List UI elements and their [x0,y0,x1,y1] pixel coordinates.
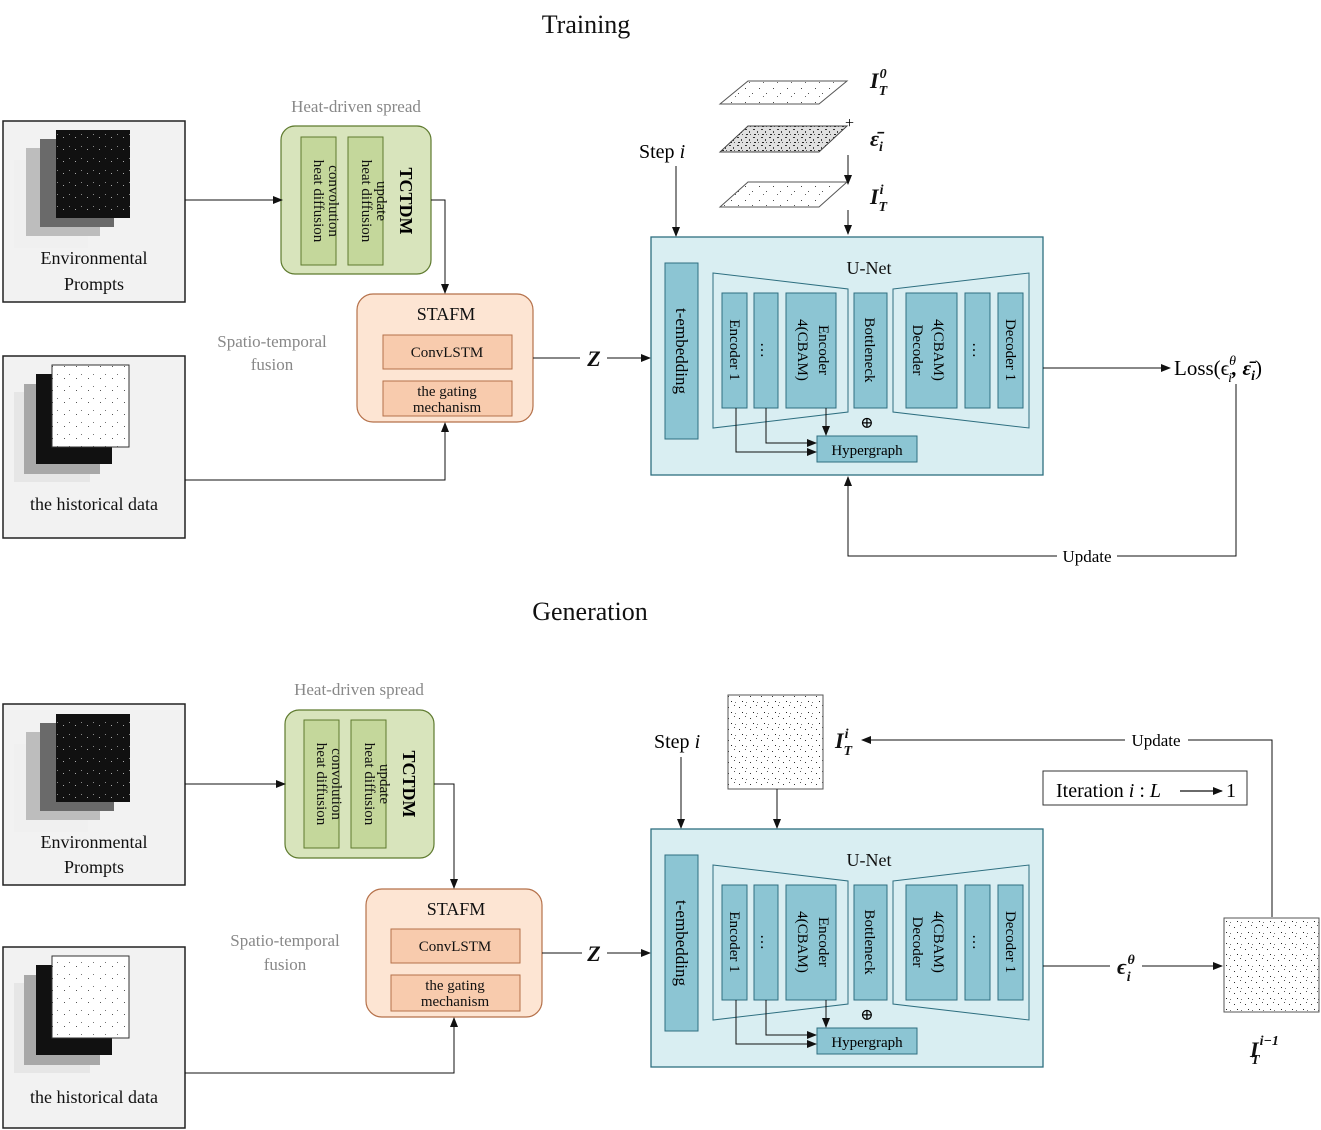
gating-label-2-gen: mechanism [421,994,490,1010]
env-prompts-panel-gen: Environmental Prompts [2,703,186,886]
env-prompts-panel-train: Environmental Prompts [2,120,186,303]
tctdm-label-gen: TCTDM [399,751,419,818]
historical-label-gen: the historical data [30,1087,158,1107]
encoder4-line1-train: Encoder [815,325,831,375]
heat-col1-line1-gen: heat diffusion [313,743,329,826]
encoder1-train: Encoder 1 [726,319,742,380]
heat-col2-line2-gen: update [376,764,392,804]
historical-data-panel-gen: the historical data [2,946,186,1129]
env-label-line2-gen: Prompts [64,857,124,877]
dec-dots-train: … [969,342,986,358]
bottleneck-train: Bottleneck [861,318,877,383]
decoder1-train: Decoder 1 [1002,319,1018,381]
decoder4-line2-train: 4(CBAM) [930,319,946,381]
decoder4-line2-gen: 4(CBAM) [930,911,946,973]
gating-label-1-gen: the gating [425,978,485,994]
gating-label-1: the gating [417,384,477,400]
iteration-label: Iteration i : L [1056,780,1161,802]
env-label-line2: Prompts [64,274,124,294]
step-label-gen: Step i [654,731,700,753]
unet-title-gen: U-Net [847,850,892,870]
noise-image-gen [727,694,824,790]
z-symbol-gen: Z [586,941,600,966]
decoder1-gen: Decoder 1 [1002,911,1018,973]
convlstm-label: ConvLSTM [411,345,484,361]
hypergraph-train: Hypergraph [831,443,903,459]
update-label-train: Update [1062,547,1111,566]
stafm-label-gen: STAFM [427,899,486,919]
eps-bar-label: ε̄i [870,126,885,155]
update-label-gen: Update [1131,731,1180,750]
oplus-gen: ⊕ [860,1007,873,1024]
historical-label: the historical data [30,494,158,514]
unet-gen: U-Net t-embedding Encoder 1 … Encoder 4(… [650,828,1044,1068]
heat-col1-line2: convolution [325,165,341,237]
enc-dots-train: … [757,342,774,358]
update-loop-train [844,384,1237,557]
heat-col2-line1-gen: heat diffusion [361,743,377,826]
t-embedding-gen: t-embedding [672,900,691,986]
connectors-gen [185,780,651,1074]
update-loop-gen [861,736,1273,917]
t-embedding-train: t-embedding [672,308,691,394]
heat-col1-line2-gen: convolution [328,748,344,820]
z-symbol-train: Z [586,346,600,371]
iteration-box: Iteration i : L 1 [1042,770,1248,806]
encoder4-line1-gen: Encoder [815,917,831,967]
env-label-line1: Environmental [41,248,148,268]
encoder4-line2-train: 4(CBAM) [794,319,810,381]
heat-col2-line2: update [373,181,389,221]
connectors-train [185,196,651,481]
decoder4-line1-train: Decoder [909,325,925,376]
env-label-line1-gen: Environmental [41,832,148,852]
stafm-label: STAFM [417,304,476,324]
heat-col1-line1: heat diffusion [310,160,326,243]
fusion-caption-line1-gen: Spatio-temporal [230,931,340,950]
training-title: Training [542,10,631,39]
encoder4-line2-gen: 4(CBAM) [794,911,810,973]
stafm-module-train: STAFM ConvLSTM the gating mechanism [356,293,534,423]
encoder1-gen: Encoder 1 [726,911,742,972]
fusion-caption-line2: fusion [251,355,294,374]
decoder4-line1-gen: Decoder [909,917,925,968]
enc-dots-gen: … [757,934,774,950]
stafm-module-gen: STAFM ConvLSTM the gating mechanism [365,888,543,1018]
bottleneck-gen: Bottleneck [861,910,877,975]
iteration-end: 1 [1226,780,1236,802]
gating-label-2: mechanism [413,400,482,416]
historical-data-panel-train: the historical data [2,355,186,539]
convlstm-label-gen: ConvLSTM [419,939,492,955]
fusion-caption-line2-gen: fusion [264,955,307,974]
tctdm-module-gen: heat diffusion convolution heat diffusio… [284,709,435,859]
oplus-train: ⊕ [860,415,873,432]
heat-caption-gen: Heat-driven spread [294,680,424,699]
tctdm-module-train: heat diffusion convolution heat diffusio… [280,125,432,275]
fusion-caption-line1: Spatio-temporal [217,332,327,351]
dec-dots-gen: … [969,934,986,950]
hypergraph-gen: Hypergraph [831,1035,903,1051]
output-image [1223,917,1320,1013]
noise-stack-train [718,80,849,208]
generation-title: Generation [532,597,648,626]
plus-sign: + [845,115,854,132]
step-label-train: Step i [639,141,685,163]
unet-train: U-Net t-embedding Encoder 1 … Encoder 4(… [650,236,1044,476]
tctdm-label: TCTDM [396,168,416,235]
heat-col2-line1: heat diffusion [358,160,374,243]
heat-caption: Heat-driven spread [291,97,421,116]
unet-title-train: U-Net [847,258,892,278]
